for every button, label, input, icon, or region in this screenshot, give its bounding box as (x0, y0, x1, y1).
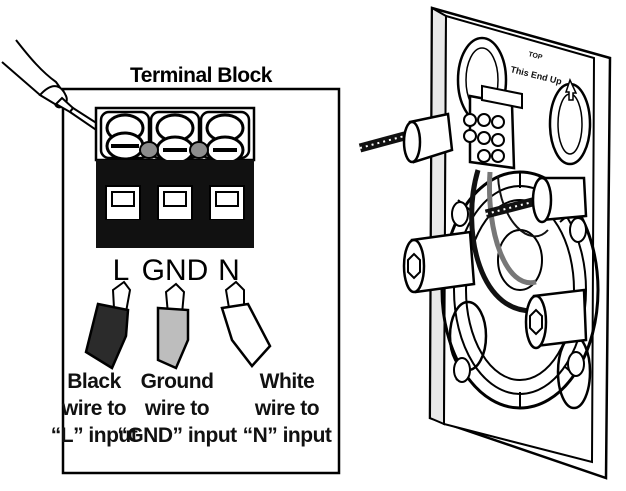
terminal-label-gnd: GND (142, 254, 209, 287)
standoff-lower-left (402, 230, 476, 294)
plate-terminal-block (463, 84, 523, 170)
caption-line: Black (67, 370, 121, 393)
standoff-center (484, 176, 588, 224)
plate-black-wire (469, 169, 541, 314)
up-arrow-icon (564, 77, 578, 101)
wire-caption-black: Black wire to “L” input (51, 370, 138, 447)
terminal-label-l: L (113, 254, 130, 287)
ground-wire-insulation (156, 306, 190, 370)
wire-white (220, 280, 272, 368)
wire-caption-ground: Ground wire to “GND” input (117, 370, 237, 447)
black-wire-insulation (84, 302, 130, 370)
terminal-block-panel: Terminal Block (1, 39, 341, 475)
caption-line: White (260, 370, 315, 393)
white-wire-insulation (220, 302, 272, 368)
caption-line: Ground (141, 370, 214, 393)
standoff-upper-left (358, 112, 454, 164)
plate-small-label: TOP (528, 51, 544, 61)
wire-black (84, 280, 132, 370)
mounting-plate: TOP This End Up (358, 6, 612, 480)
wire-ground (156, 282, 190, 370)
plate-white-wire (497, 175, 549, 238)
caption-line: “GND” input (117, 424, 237, 447)
wire-caption-white: White wire to “N” input (243, 370, 333, 447)
screw-right (199, 110, 251, 165)
standoff-lower-right (524, 288, 588, 350)
caption-line: wire to (61, 397, 126, 420)
caption-line: “N” input (243, 424, 332, 447)
terminal-label-n: N (218, 254, 240, 287)
screw-middle (149, 110, 201, 165)
terminal-block (94, 106, 256, 248)
wire-openings (105, 185, 245, 221)
caption-line: “L” input (51, 424, 138, 447)
caption-line: wire to (144, 397, 209, 420)
terminal-block-title: Terminal Block (130, 64, 273, 87)
plate-ground-wire (486, 171, 537, 286)
caption-line: wire to (254, 397, 319, 420)
